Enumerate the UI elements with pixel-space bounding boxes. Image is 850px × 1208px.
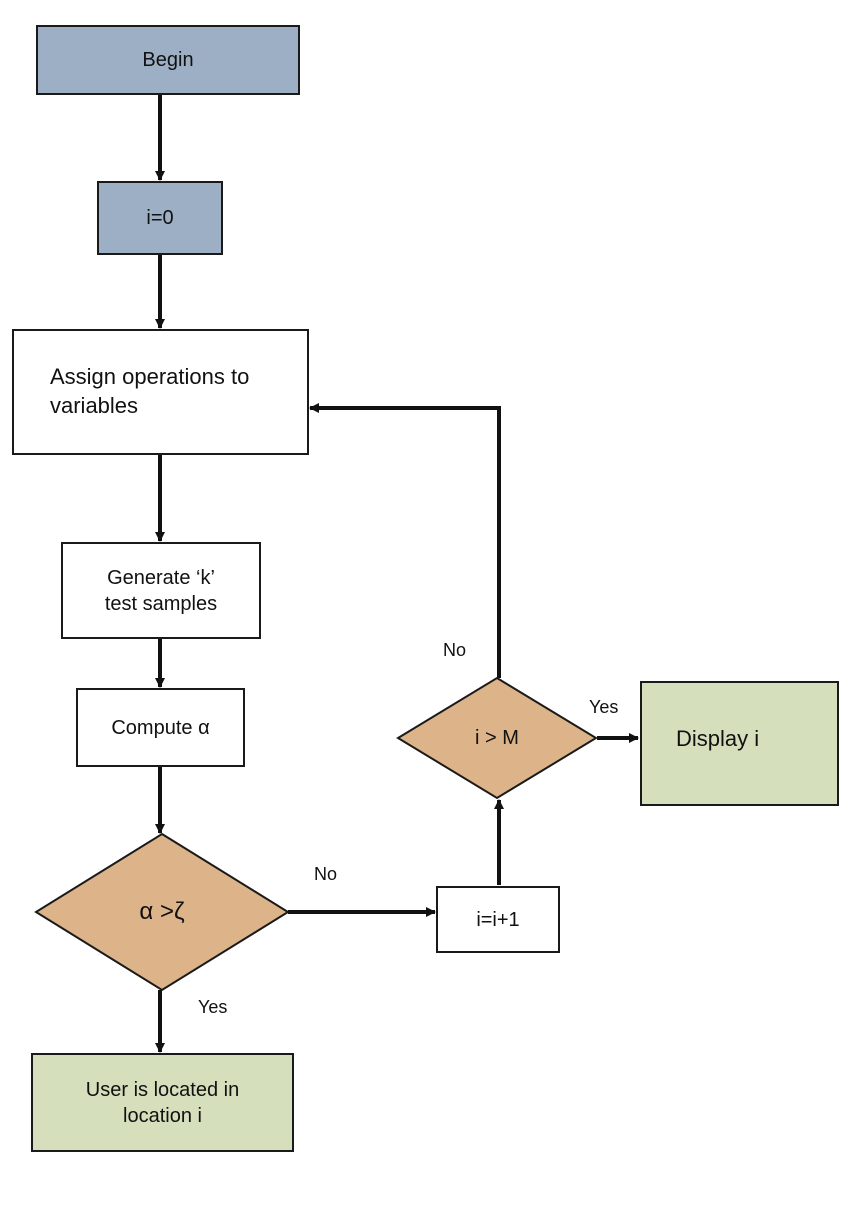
assign-node: Assign operations to variables bbox=[12, 329, 309, 455]
increment-label: i=i+1 bbox=[476, 908, 520, 931]
located-label: User is located in location i bbox=[85, 1078, 240, 1127]
init-label: i=0 bbox=[146, 207, 174, 229]
located-node: User is located in location i bbox=[31, 1053, 294, 1152]
decision-alpha-label: α >ζ bbox=[139, 898, 185, 925]
decision-m-shape bbox=[396, 676, 598, 800]
init-node: i=0 bbox=[97, 181, 223, 255]
compute-node: Compute α bbox=[76, 688, 245, 767]
arrow-decision-m-loop-to-assign bbox=[309, 403, 501, 678]
display-node: Display i bbox=[640, 681, 839, 806]
generate-label: Generate ‘k’ test samples bbox=[104, 566, 218, 615]
increment-node: i=i+1 bbox=[436, 886, 560, 953]
generate-node: Generate ‘k’ test samples bbox=[61, 542, 261, 639]
begin-node: Begin bbox=[36, 25, 300, 95]
edge-label-alpha-no: No bbox=[314, 864, 338, 884]
display-label: Display i bbox=[676, 726, 760, 752]
decision-m-label: i > M bbox=[475, 726, 519, 749]
begin-label: Begin bbox=[142, 49, 194, 71]
edge-label-m-yes: Yes bbox=[589, 697, 619, 717]
decision-alpha-shape bbox=[34, 832, 290, 992]
assign-label: Assign operations to variables bbox=[50, 364, 250, 418]
compute-label: Compute α bbox=[111, 716, 210, 739]
edge-label-m-no: No bbox=[443, 640, 467, 660]
edge-label-alpha-yes: Yes bbox=[198, 997, 228, 1017]
